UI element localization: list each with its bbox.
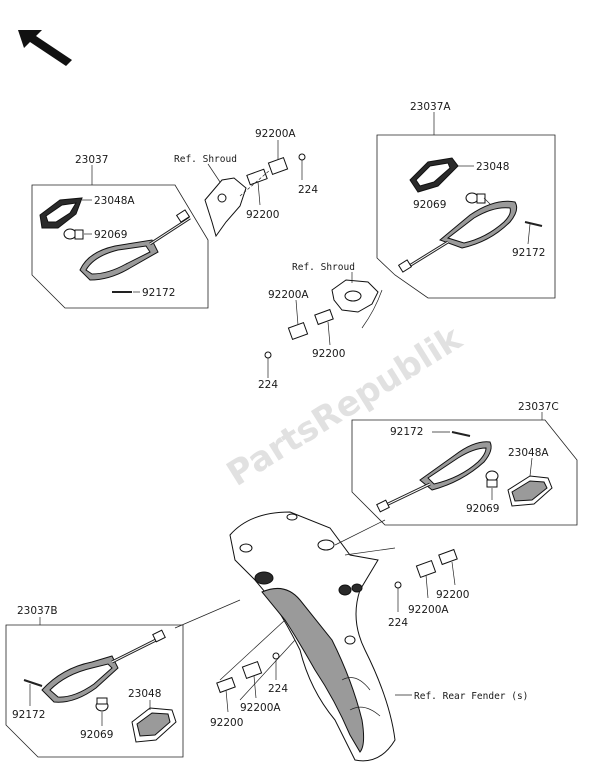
- front-direction-arrow-icon: [18, 30, 72, 66]
- label-92200A-top: 92200A: [255, 128, 296, 140]
- shroud-mount-right: [264, 272, 383, 378]
- label-92200-mid: 92200: [312, 348, 345, 360]
- label-23048-rear-left: 23048: [128, 688, 161, 700]
- label-23048A-rear-right: 23048A: [508, 447, 549, 459]
- turn-signal-assembly-23037C: [351, 412, 578, 526]
- shroud-mount-left: [204, 140, 306, 238]
- label-92200A-rear-right: 92200A: [408, 604, 449, 616]
- turn-signal-assembly-23037B: [5, 617, 184, 758]
- label-92200-top: 92200: [246, 209, 279, 221]
- label-ref-shroud-1: Ref. Shroud: [174, 154, 237, 165]
- label-92069-right: 92069: [413, 199, 446, 211]
- label-92172: 92172: [142, 287, 175, 299]
- label-23037C: 23037C: [518, 401, 559, 413]
- fasteners-right: [394, 548, 458, 612]
- label-92069-rear-right: 92069: [466, 503, 499, 515]
- watermark: PartsRepublik: [220, 318, 470, 495]
- label-23048A: 23048A: [94, 195, 135, 207]
- label-224-lower: 224: [268, 683, 288, 695]
- label-92172-rear-left: 92172: [12, 709, 45, 721]
- label-92200-rear-right: 92200: [436, 589, 469, 601]
- label-92069-rear-left: 92069: [80, 729, 113, 741]
- label-ref-rear-fender: Ref. Rear Fender (s): [414, 691, 528, 702]
- label-23037A: 23037A: [410, 101, 451, 113]
- label-92200A-mid: 92200A: [268, 289, 309, 301]
- label-92069: 92069: [94, 229, 127, 241]
- label-92172-rear-right: 92172: [390, 426, 423, 438]
- label-224-top: 224: [298, 184, 318, 196]
- label-23037B: 23037B: [17, 605, 58, 617]
- label-92200A-lower: 92200A: [240, 702, 281, 714]
- label-92200-lower: 92200: [210, 717, 243, 729]
- turn-signal-assembly-23037A: [376, 112, 556, 299]
- label-23037: 23037: [75, 154, 108, 166]
- label-23048: 23048: [476, 161, 509, 173]
- assembly-leaders: [174, 519, 396, 701]
- label-92172-right: 92172: [512, 247, 545, 259]
- fasteners-lower: [216, 652, 280, 713]
- label-224-mid: 224: [258, 379, 278, 391]
- label-ref-shroud-2: Ref. Shroud: [292, 262, 355, 273]
- label-224-rear-right: 224: [388, 617, 408, 629]
- turn-signal-assembly-23037: [31, 165, 209, 309]
- rear-fender: [229, 511, 412, 762]
